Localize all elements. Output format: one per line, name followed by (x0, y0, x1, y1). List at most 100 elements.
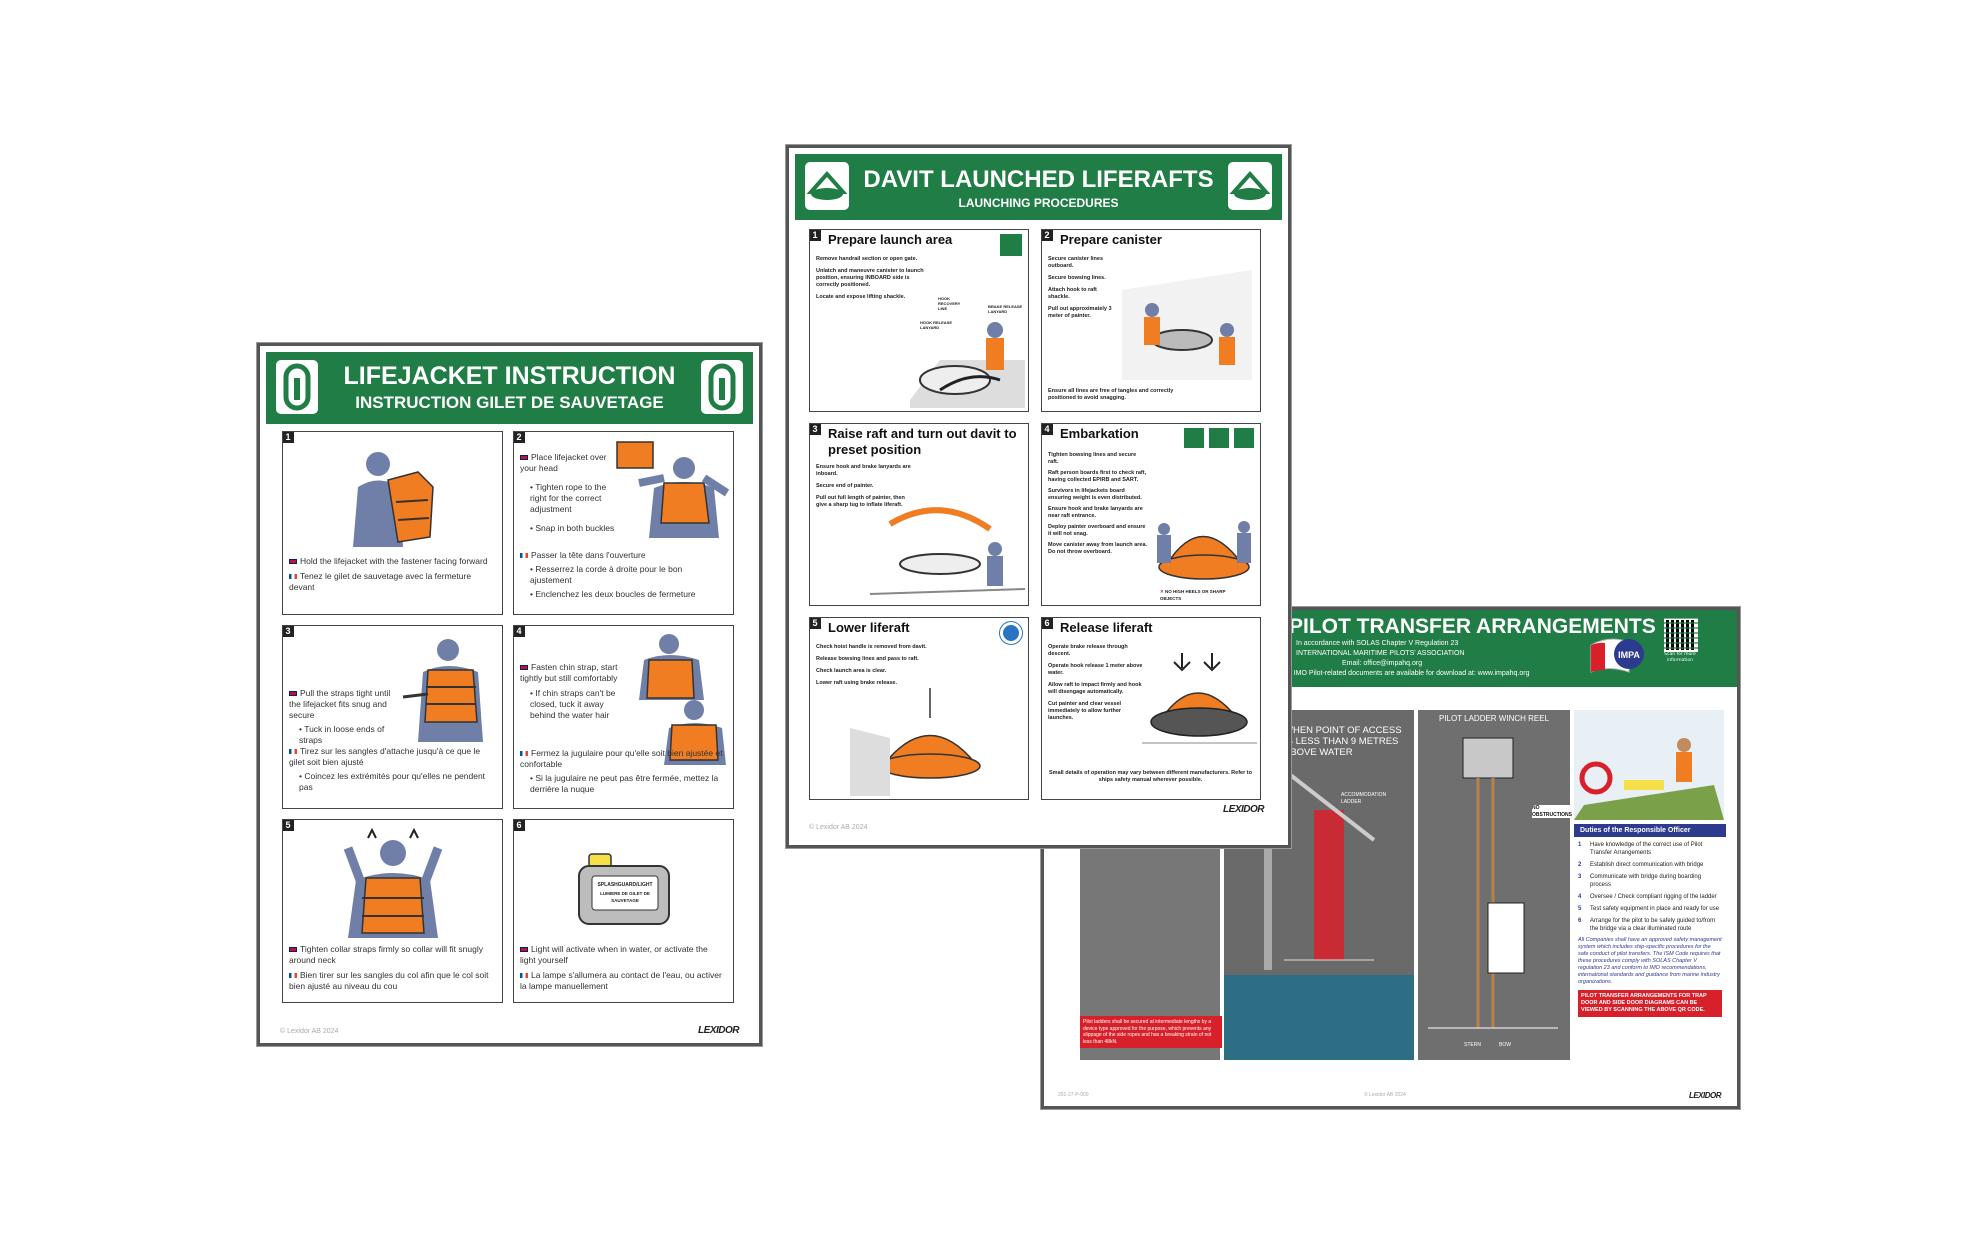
fr-flag-icon (520, 973, 528, 979)
person-illustration (616, 441, 729, 538)
panel-number: 6 (514, 820, 525, 831)
person-illustration (343, 828, 443, 938)
panel-note: Ensure all lines are free of tangles and… (1048, 388, 1174, 401)
procedure-step: Secure end of painter. (816, 483, 874, 489)
instruction-en: Tighten rope to the right for the correc… (530, 482, 607, 514)
poster-title: LIFEJACKET INSTRUCTION (343, 362, 676, 390)
panel-title: Release liferaft (1060, 620, 1153, 635)
procedure-step: Lower raft using brake release. (816, 680, 898, 686)
poster-title: DAVIT LAUNCHED LIFERAFTS (863, 166, 1214, 193)
copyright-footer: © Lexidor AB 2024 (280, 1028, 339, 1035)
instruction-fr: Si la jugulaire ne peut pas être fermée,… (530, 773, 719, 794)
blue-info-sign-icon (1000, 622, 1022, 644)
instruction-en: Tighten collar straps firmly so collar w… (289, 944, 483, 965)
instruction-fr: La lampe s'allumera au contact de l'eau,… (520, 970, 722, 991)
procedure-step: Operate brake release through descent. (1048, 644, 1128, 657)
procedure-step: Secure canister lines outboard. (1048, 256, 1104, 269)
panel-number: 4 (1042, 424, 1053, 435)
instruction-panel-3: 3 Pull the straps tight until the lifeja… (282, 625, 503, 809)
davit-header: DAVIT LAUNCHED LIFERAFTS LAUNCHING PROCE… (795, 154, 1282, 220)
water-section (1224, 975, 1414, 1060)
instruction-panel-5: 5 Tighten collar straps firmly so collar… (282, 819, 503, 1003)
copyright-footer: © Lexidor AB 2024 (809, 824, 868, 831)
instruction-fr: Passer la tête dans l'ouverture (531, 550, 646, 560)
light-device-illustration (578, 848, 670, 925)
instruction-en: If chin straps can't be closed, tuck it … (530, 688, 616, 720)
instruction-en: Place lifejacket over your head (520, 452, 607, 473)
brand-logo: LEXIDOR (1688, 1091, 1722, 1100)
impa-name: INTERNATIONAL MARITIME PILOTS' ASSOCIATI… (1296, 650, 1465, 657)
panel-number: 3 (810, 424, 821, 435)
pilot-boarding-illustration (1574, 710, 1724, 820)
procedure-panel-3: 3 Raise raft and turn out davit to prese… (809, 423, 1029, 606)
procedure-step: Raft person boards first to check raft, … (1048, 470, 1147, 483)
procedure-step: Operate hook release 1 meter above water… (1048, 663, 1143, 676)
davit-illustration (870, 507, 1025, 595)
lifejacket-icon (701, 360, 743, 414)
safety-sign-icon (1209, 428, 1229, 448)
stern-label: STERN (1464, 1042, 1481, 1048)
panel-title: Embarkation (1060, 426, 1139, 441)
instruction-panel-2: 2 Place lifejacket over your head • Tigh… (513, 431, 734, 615)
qr-code-icon[interactable] (1663, 617, 1699, 653)
person-illustration (353, 452, 434, 547)
accommodation-ladder-label: ACCOMMODATION LADDER (1341, 792, 1387, 805)
panel-number: 2 (514, 432, 525, 443)
safety-sign-icon (1000, 234, 1022, 256)
person-illustration (639, 634, 726, 765)
access-heading: WHEN POINT OF ACCESS IS LESS THAN 9 METR… (1284, 725, 1402, 758)
procedure-step: Secure bowsing lines. (1048, 275, 1106, 281)
fr-flag-icon (289, 749, 297, 755)
procedure-step: Ensure hook and brake lanyards are inboa… (816, 464, 911, 477)
safety-sign-icon (1234, 428, 1254, 448)
procedure-step: Pull out full length of painter, then gi… (816, 495, 905, 508)
procedure-panel-4: 4 Embarkation Tighten bowsing lines and … (1041, 423, 1261, 606)
procedure-step: Locate and expose lifting shackle. (816, 294, 906, 300)
procedure-step: Deploy painter overboard and ensure it w… (1048, 524, 1146, 537)
impa-flag-logo: IMPA (1590, 638, 1644, 673)
instruction-en: Fasten chin strap, start tightly but sti… (520, 662, 618, 683)
fr-flag-icon (520, 751, 528, 757)
warning-text: NO HIGH HEELS OR SHARP OBJECTS (1160, 589, 1226, 601)
person-illustration (402, 639, 483, 742)
procedure-step: Release bowsing lines and pass to raft. (816, 656, 919, 662)
panel-number: 4 (514, 626, 525, 637)
device-label: SPLASHGUARD/LIGHT (597, 882, 653, 888)
instruction-fr: Coincez les extrémités pour qu'elles ne … (299, 771, 486, 792)
lowering-illustration (850, 688, 981, 796)
ladder-securing-notice: Pilot ladders shall be secured at interm… (1080, 1016, 1222, 1048)
procedure-step: Allow raft to impact firmly and hook wil… (1048, 682, 1142, 695)
davit-poster: DAVIT LAUNCHED LIFERAFTS LAUNCHING PROCE… (786, 145, 1291, 848)
liferaft-icon (1228, 162, 1272, 210)
instruction-panel-1: 1 Hold the lifejacket with the fastener … (282, 431, 503, 615)
instruction-fr: Fermez la jugulaire pour qu'elle soit bi… (520, 748, 723, 769)
liferaft-icon (805, 162, 849, 210)
panel-number: 6 (1042, 618, 1053, 629)
uk-flag-icon (520, 947, 528, 953)
panel-title: Prepare launch area (828, 232, 953, 247)
diagram-label: HOOK RECOVERY LINE (938, 296, 961, 311)
procedure-step: Tighten bowsing lines and secure raft. (1048, 452, 1137, 465)
warning-label: ✕ NO HIGH HEELS OR SHARP OBJECTS (1160, 588, 1230, 602)
fr-flag-icon (289, 574, 297, 580)
instruction-en: Light will activate when in water, or ac… (520, 944, 708, 965)
qr-caption: Scan for more information (1664, 652, 1696, 663)
instruction-fr: Tenez le gilet de sauvetage avec la ferm… (289, 571, 472, 592)
procedure-step: Attach hook to raft shackle. (1048, 287, 1097, 300)
ladder-diagram (1264, 768, 1376, 970)
poster-subtitle: LAUNCHING PROCEDURES (958, 196, 1119, 210)
sms-notice: All Companies shall have an approved saf… (1578, 937, 1722, 985)
panel-number: 3 (283, 626, 294, 637)
lifejacket-header: LIFEJACKET INSTRUCTION INSTRUCTION GILET… (266, 352, 753, 424)
winch-diagram (1428, 737, 1558, 1029)
copyright-footer: © Lexidor AB 2024 (1364, 1092, 1406, 1098)
solas-reference: In accordance with SOLAS Chapter V Regul… (1296, 640, 1459, 647)
instruction-fr: Resserrez la corde à droite pour le bon … (530, 564, 683, 585)
procedure-step: Pull out approximately 3 meter of painte… (1048, 306, 1112, 319)
procedure-step: Remove handrail section or open gate. (816, 256, 918, 262)
